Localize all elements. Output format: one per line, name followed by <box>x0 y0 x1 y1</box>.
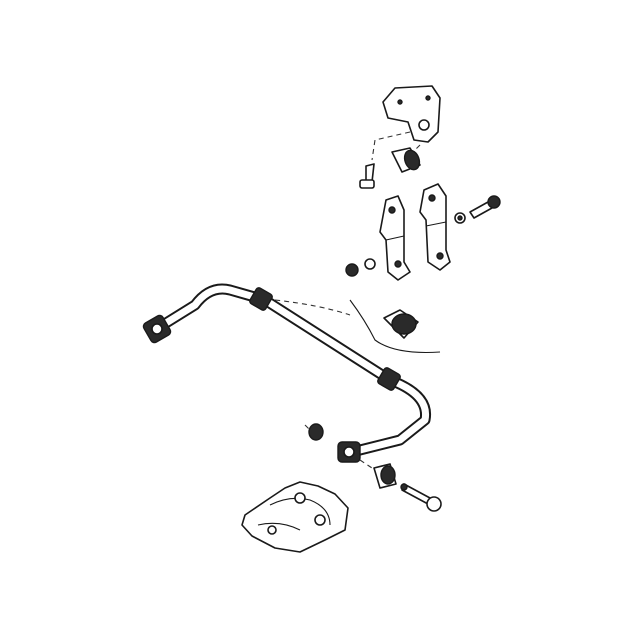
sway-bar-end-bushing <box>337 441 361 463</box>
bracket-bolt <box>454 195 501 224</box>
sway-bar-bushing <box>249 287 401 391</box>
upper-bushing <box>391 147 421 173</box>
link-bolt <box>400 483 442 512</box>
link-bushing <box>304 423 397 489</box>
clamp-bracket-right <box>419 183 451 271</box>
nut <box>345 258 376 277</box>
sway-bar-end-bushing <box>142 314 172 344</box>
upper-mount-bracket <box>382 85 441 143</box>
assembly-guide-line <box>359 459 376 471</box>
sway-bar <box>155 283 432 458</box>
middle-bushing <box>383 309 419 339</box>
assembly-guide-line <box>349 299 441 353</box>
mount-bolt <box>359 163 375 189</box>
clamp-bracket-left <box>379 195 411 281</box>
lower-chassis-mount <box>241 481 349 553</box>
assembly-guide-line <box>371 131 411 161</box>
